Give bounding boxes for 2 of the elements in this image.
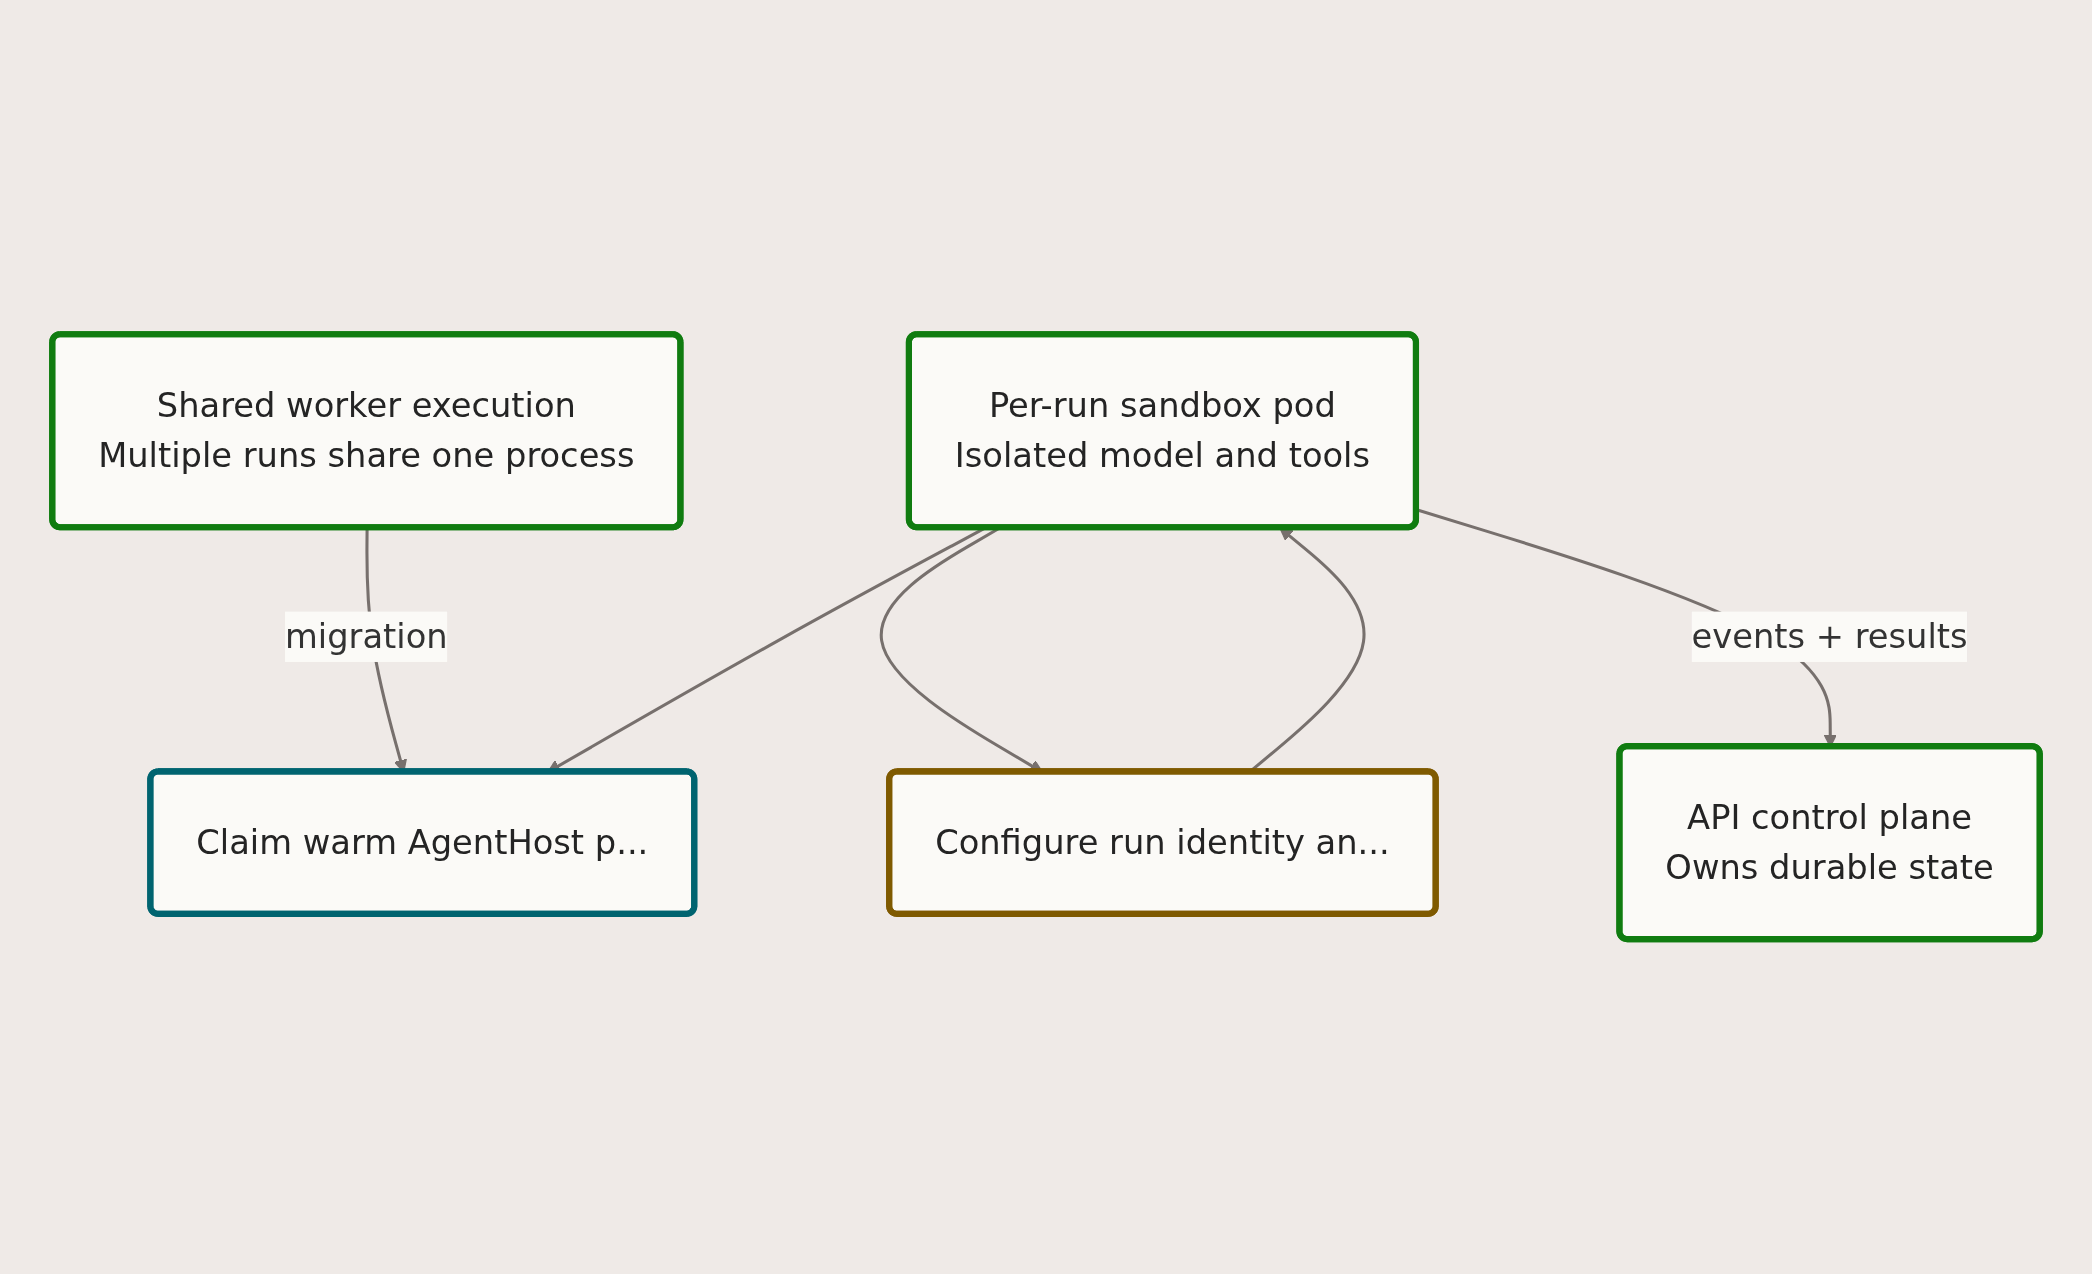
- edge-label: migration: [285, 617, 448, 657]
- edge-label: events + results: [1691, 617, 1968, 657]
